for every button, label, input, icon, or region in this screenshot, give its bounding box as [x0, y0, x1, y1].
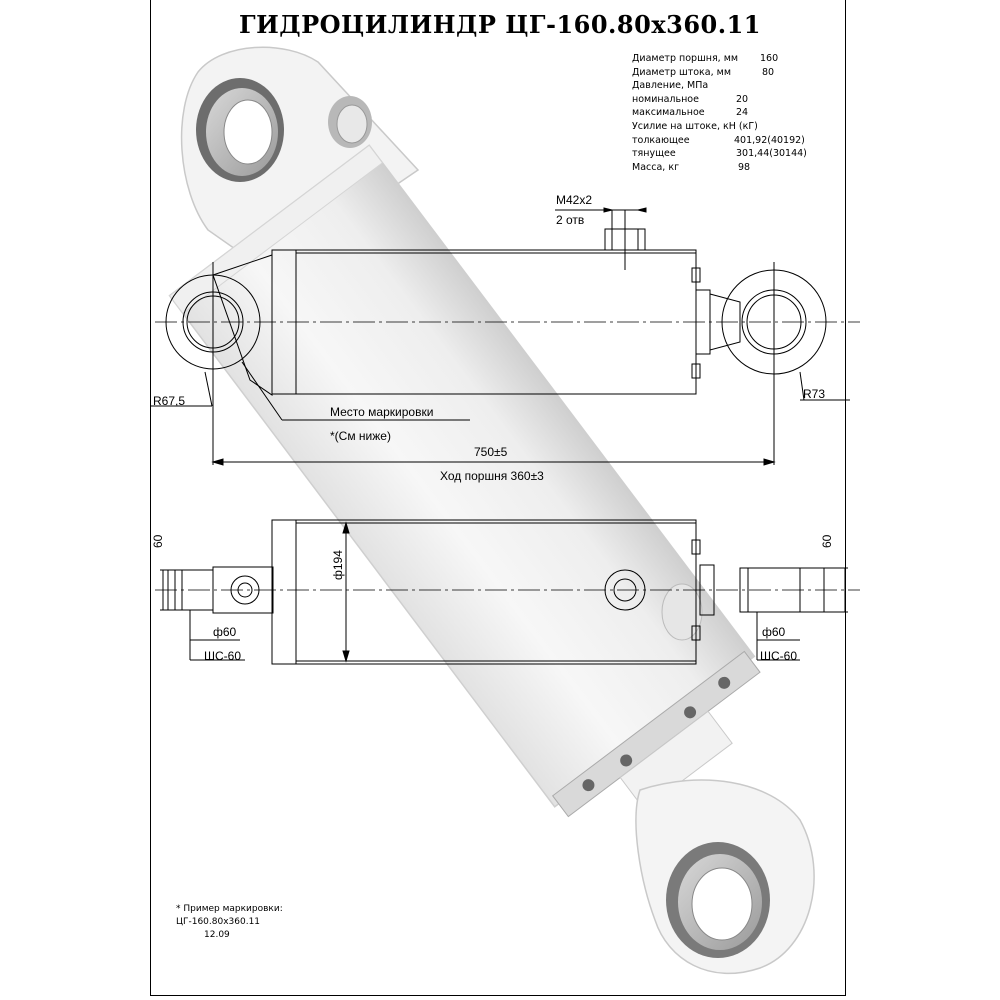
- stroke-label: Ход поршня 360±3: [440, 469, 544, 483]
- cylinder-3d-render: [168, 46, 815, 975]
- spec-label: номинальное: [632, 93, 699, 105]
- spec-label: толкающее: [632, 134, 690, 146]
- spec-label: Диаметр поршня, мм: [632, 53, 739, 64]
- spec-value: 160: [760, 53, 779, 64]
- side-view: [155, 519, 860, 665]
- marking-example-code: ЦГ-160.80х360.11: [176, 917, 261, 927]
- length-label: 750±5: [474, 445, 508, 459]
- thread-label: М42х2: [556, 193, 592, 207]
- bearing-right-label: ШС-60: [760, 649, 797, 663]
- spec-label: Давление, МПа: [632, 80, 709, 92]
- radius-left-label: R67,5: [153, 394, 185, 408]
- spec-label: Масса, кг: [632, 161, 680, 173]
- bearing-left-label: ШС-60: [204, 649, 241, 663]
- pin-left-label: ф60: [213, 625, 237, 639]
- spec-value: 301,44(30144): [736, 148, 807, 160]
- marking-ref-label: *(См ниже): [330, 429, 391, 443]
- holes-label: 2 отв: [556, 213, 584, 227]
- marking-example: * Пример маркировки: ЦГ-160.80х360.11 12…: [176, 903, 283, 942]
- spec-value: 401,92(40192): [734, 134, 805, 146]
- spec-value: 20: [736, 93, 749, 105]
- top-view: [150, 207, 860, 466]
- spec-value: 24: [736, 107, 749, 119]
- drawing-sheet-frame: [150, 0, 846, 996]
- drawing-title: ГИДРОЦИЛИНДР ЦГ-160.80х360.11: [239, 10, 761, 39]
- marking-example-date: 12.09: [204, 930, 230, 940]
- spec-value: 98: [738, 161, 751, 173]
- marking-example-heading: * Пример маркировки:: [176, 904, 283, 914]
- spec-label: Усилие на штоке, кН (кГ): [632, 120, 758, 132]
- height-left-label: 60: [151, 534, 165, 548]
- radius-right-label: R73: [803, 387, 825, 401]
- spec-label: максимальное: [632, 107, 705, 119]
- height-right-label: 60: [820, 534, 834, 548]
- spec-value: 80: [762, 66, 775, 78]
- body-diameter-label: ф194: [331, 550, 345, 580]
- marking-place-label: Место маркировки: [330, 405, 433, 419]
- spec-label: тянущее: [632, 148, 676, 160]
- spec-label: Диаметр штока, мм: [632, 66, 731, 78]
- pin-right-label: ф60: [762, 625, 786, 639]
